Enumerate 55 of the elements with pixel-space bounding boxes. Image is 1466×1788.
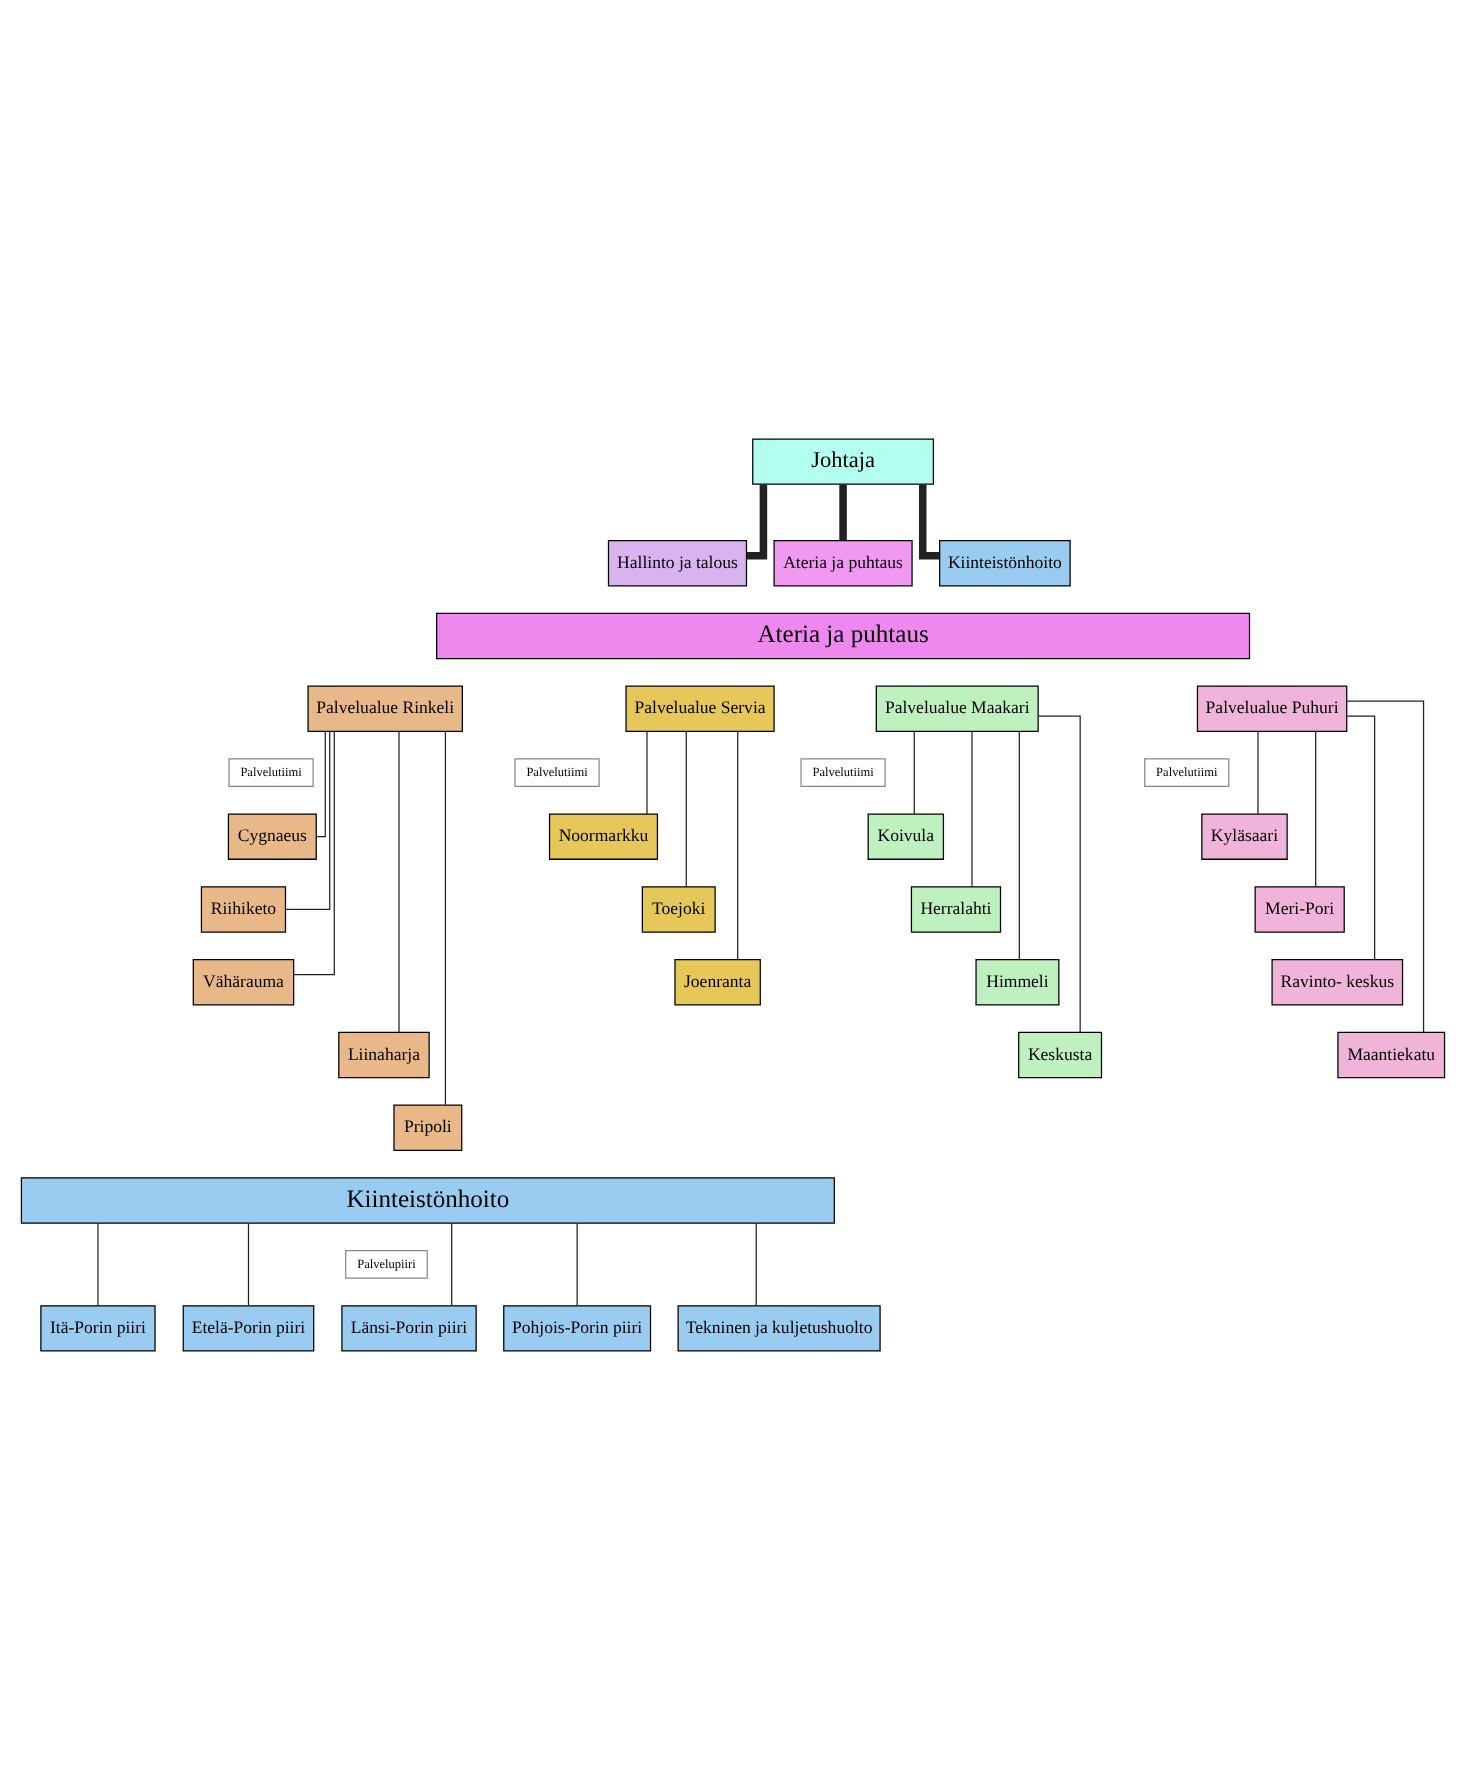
connector bbox=[97, 1221, 99, 1306]
connector bbox=[1346, 714, 1376, 960]
node-box: Herralahti bbox=[910, 885, 1002, 932]
node-box: Hallinto ja talous bbox=[607, 539, 748, 586]
node-box: Pripoli bbox=[393, 1103, 463, 1150]
node-box: Kyläsaari bbox=[1201, 812, 1288, 859]
node-box: Noormarkku bbox=[548, 812, 659, 859]
node-box: Koivula bbox=[867, 812, 945, 859]
node-box: Himmeli bbox=[975, 957, 1060, 1005]
node-box: Keskusta bbox=[1018, 1030, 1103, 1078]
connector bbox=[1257, 729, 1259, 814]
node-box: Riihiketo bbox=[200, 885, 287, 932]
node-box: Länsi-Porin piiri bbox=[341, 1304, 477, 1351]
connector bbox=[971, 729, 973, 887]
connector bbox=[685, 729, 687, 887]
connector bbox=[1018, 729, 1020, 960]
node-box: Etelä-Porin piiri bbox=[182, 1304, 315, 1351]
node-box: Maantiekatu bbox=[1337, 1030, 1446, 1078]
connector bbox=[746, 483, 768, 559]
node-box: Kiinteistönhoito bbox=[939, 539, 1071, 586]
node-box: Liinaharja bbox=[338, 1030, 430, 1078]
node-box: Joenranta bbox=[674, 957, 761, 1005]
node-box: Palvelualue Puhuri bbox=[1196, 684, 1348, 731]
connector bbox=[1346, 699, 1425, 1032]
connector bbox=[1037, 714, 1081, 1032]
connector bbox=[398, 729, 400, 1032]
node-box: Kiinteistönhoito bbox=[20, 1176, 835, 1223]
node-box: Toejoki bbox=[641, 885, 716, 932]
connector bbox=[755, 1221, 757, 1306]
connector bbox=[247, 1221, 250, 1306]
connector bbox=[839, 483, 847, 540]
node-box: Cygnaeus bbox=[227, 812, 317, 859]
node-box: Johtaja bbox=[752, 437, 934, 484]
node-box: Ateria ja puhtaus bbox=[436, 611, 1251, 659]
connector bbox=[444, 730, 447, 1105]
connector bbox=[315, 729, 326, 837]
node-box: Pohjois-Porin piiri bbox=[503, 1304, 652, 1351]
connector bbox=[1315, 729, 1317, 887]
node-box: Ateria ja puhtaus bbox=[773, 539, 913, 586]
connector bbox=[451, 1221, 453, 1306]
node-box: Vähärauma bbox=[192, 957, 295, 1005]
node-box: Meri-Pori bbox=[1254, 885, 1345, 932]
node-box: Palvelualue Maakari bbox=[875, 684, 1039, 731]
node-box: Palvelualue Servia bbox=[625, 684, 775, 731]
connector bbox=[646, 729, 648, 814]
node-box: Itä-Porin piiri bbox=[40, 1304, 156, 1351]
connector bbox=[293, 729, 335, 975]
connector bbox=[284, 729, 331, 910]
connector bbox=[913, 729, 915, 814]
node-box: Tekninen ja kuljetushuolto bbox=[677, 1304, 881, 1351]
node-box: Palvelualue Rinkeli bbox=[307, 684, 463, 731]
connector bbox=[918, 483, 940, 559]
node-box: Ravinto- keskus bbox=[1271, 957, 1404, 1005]
connector bbox=[576, 1221, 578, 1306]
connector bbox=[737, 729, 739, 960]
